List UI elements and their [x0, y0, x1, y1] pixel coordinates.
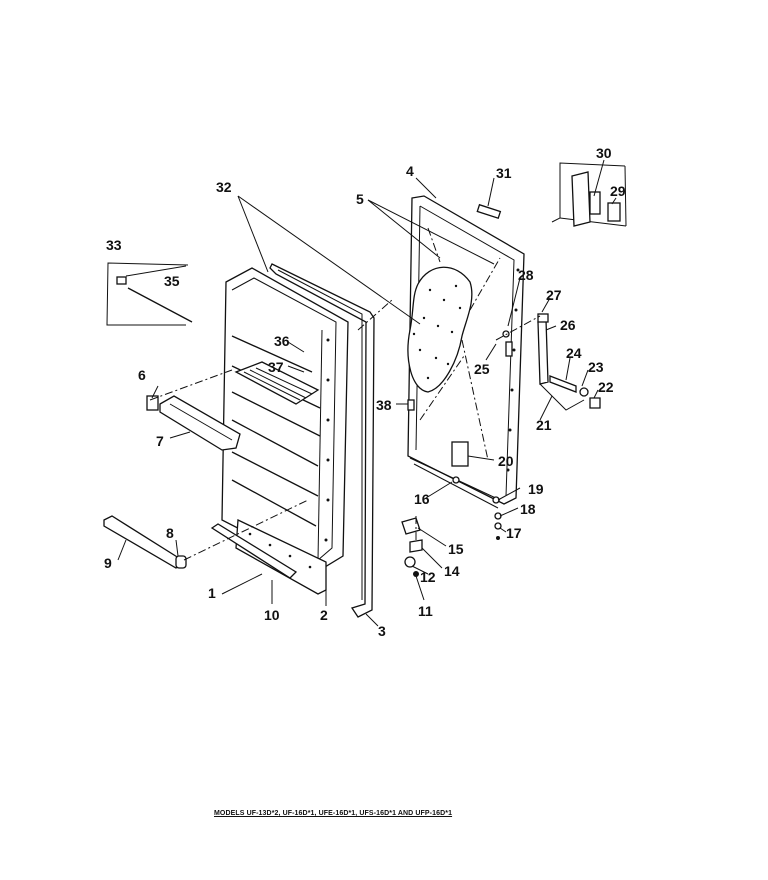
door-gasket [269, 263, 375, 618]
callout-18: 18 [520, 501, 536, 517]
callout-32: 32 [216, 179, 232, 195]
callout-2: 2 [320, 607, 328, 623]
models-caption: MODELS UF-13D*2, UF-16D*1, UFE-16D*1, UF… [214, 810, 453, 817]
cabinet-inner-panel [407, 195, 525, 509]
callout-17: 17 [506, 525, 522, 541]
callout-12: 12 [420, 569, 436, 585]
callout-24: 24 [566, 345, 582, 361]
callout-4: 4 [406, 163, 414, 179]
callout-30: 30 [596, 145, 612, 161]
alignment-lines [149, 227, 541, 561]
inset-box-29-30 [551, 162, 627, 227]
callout-15: 15 [448, 541, 464, 557]
leader-lines [117, 159, 617, 627]
callout-36: 36 [274, 333, 290, 349]
callout-33: 33 [106, 237, 122, 253]
callout-27: 27 [546, 287, 562, 303]
callout-1: 1 [208, 585, 216, 601]
callout-11: 11 [418, 603, 433, 619]
callout-23: 23 [588, 359, 604, 375]
callout-7: 7 [156, 433, 164, 449]
callout-16: 16 [414, 491, 430, 507]
callout-14: 14 [444, 563, 460, 579]
kick-plate [103, 515, 298, 579]
door-rail [146, 395, 241, 451]
shelf-grill [234, 361, 320, 405]
callout-6: 6 [138, 367, 146, 383]
inset-box-33-35 [106, 262, 193, 326]
callout-5: 5 [356, 191, 364, 207]
callout-26: 26 [560, 317, 576, 333]
switch-block [451, 441, 469, 467]
top-bracket [476, 203, 502, 220]
callout-3: 3 [378, 623, 386, 639]
callout-25: 25 [474, 361, 490, 377]
callout-labels: 32 5 4 31 30 29 33 35 28 27 26 36 24 23 … [104, 145, 626, 639]
callout-35: 35 [164, 273, 180, 289]
callout-10: 10 [264, 607, 280, 623]
callout-38: 38 [376, 397, 392, 413]
callout-22: 22 [598, 379, 614, 395]
callout-31: 31 [496, 165, 512, 181]
lower-hinge-parts [401, 476, 502, 577]
handle-assembly [537, 313, 601, 411]
screw-38 [407, 399, 415, 411]
insulation-pad [407, 266, 473, 393]
callout-9: 9 [104, 555, 112, 571]
callout-29: 29 [610, 183, 626, 199]
callout-37: 37 [268, 359, 284, 375]
callout-28: 28 [518, 267, 534, 283]
callout-20: 20 [498, 453, 514, 469]
callout-21: 21 [536, 417, 552, 433]
hinge-plate-upper [505, 341, 513, 357]
callout-19: 19 [528, 481, 544, 497]
callout-8: 8 [166, 525, 174, 541]
door-liner [221, 267, 349, 571]
